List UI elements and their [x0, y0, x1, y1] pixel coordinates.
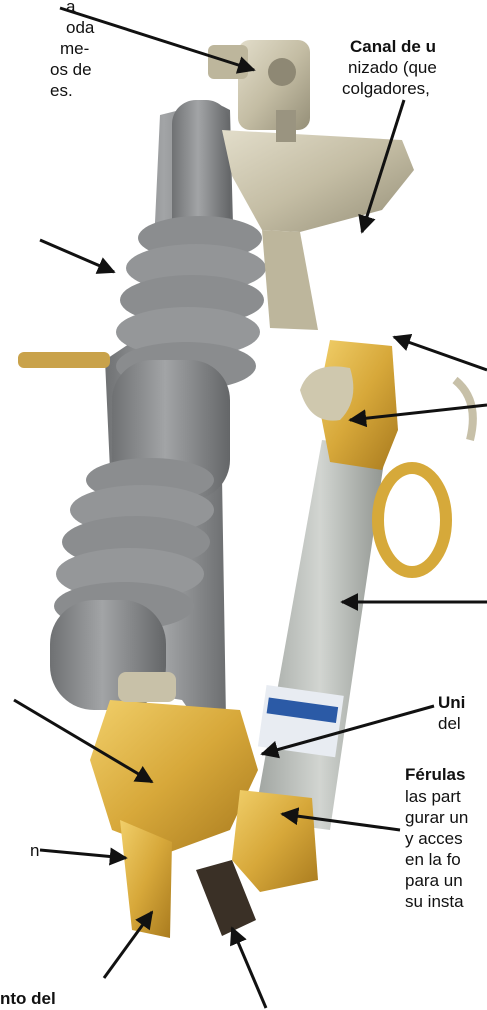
polymer-insulator — [18, 100, 266, 720]
label-bottom-left: nto del — [0, 988, 56, 1009]
label-ferrule-line7: su insta — [405, 891, 464, 912]
label-canal-line2: nizado (que — [348, 57, 437, 78]
label-left-n: n — [30, 840, 39, 861]
label-ferrule-line4: y acces — [405, 828, 463, 849]
label-top-left-line2: oda — [66, 17, 94, 38]
label-top-left-line3: me- — [60, 38, 89, 59]
arrow-bottom-left — [104, 912, 152, 978]
label-ferrule-title: Férulas — [405, 764, 465, 785]
label-top-left-line5: es. — [50, 80, 73, 101]
arrow-silver-fitting — [394, 337, 487, 370]
label-ferrule-line3: gurar un — [405, 807, 468, 828]
arrow-left-n — [40, 850, 126, 858]
label-canal-title: Canal de u — [350, 36, 436, 57]
arrow-bottom-right — [232, 928, 266, 1008]
label-ferrule-line5: en la fo — [405, 849, 461, 870]
label-canal-line3: colgadores, — [342, 78, 430, 99]
label-ferrule-line2: las part — [405, 786, 461, 807]
label-top-left-line4: os de — [50, 59, 92, 80]
arrow-insulator — [40, 240, 114, 272]
fuse-tube — [254, 440, 386, 830]
label-ferrule-line6: para un — [405, 870, 463, 891]
label-union-title: Uni — [438, 692, 465, 713]
label-top-left-line1: a — [66, 0, 75, 17]
label-union-line2: del — [438, 713, 461, 734]
